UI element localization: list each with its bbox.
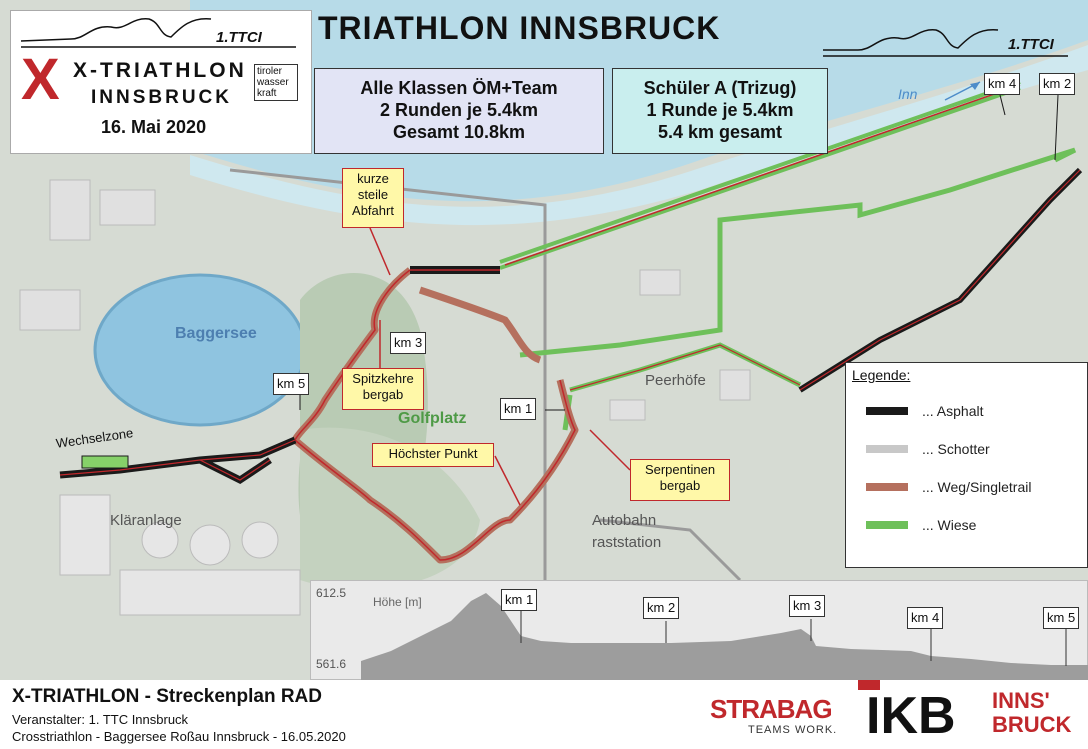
profile-km-2: km 2 <box>643 597 680 619</box>
river-label: Inn <box>898 86 918 102</box>
page-title: TRIATHLON INNSBRUCK <box>318 10 721 46</box>
info-box-all-line-1: Alle Klassen ÖM+Team <box>360 78 558 98</box>
rest-area-label-2: raststation <box>592 534 662 551</box>
transition-zone-marker <box>81 455 129 469</box>
legend-label-meadow: ... Wiese <box>922 517 977 533</box>
rest-area-label-1: Autobahn <box>592 512 657 529</box>
ikb-accent-mark <box>858 680 880 690</box>
callout-serpentines-line-2: bergab <box>659 478 701 493</box>
elevation-max-label: 612.5 <box>316 586 347 600</box>
callout-steep-line-1: kurze <box>357 171 389 186</box>
callout-highest-point: Höchster Punkt <box>372 443 494 467</box>
map-km-5: km 5 <box>273 373 310 395</box>
footer-title: X-TRIATHLON - Streckenplan RAD <box>12 686 323 707</box>
map-km-4: km 4 <box>984 73 1021 95</box>
info-box-schueler-line-1: Schüler A (Trizug) <box>643 78 797 98</box>
legend-item-trail: ... Weg/Singletrail <box>866 479 1031 495</box>
sponsor-strabag-logo: STRABAG <box>710 694 833 724</box>
callout-steep-line-3: Abfahrt <box>352 203 394 218</box>
info-box-all-line-2: 2 Runden je 5.4km <box>379 100 539 120</box>
map-km-3: km 3 <box>390 332 427 354</box>
elevation-profile-panel: 612.5 561.6 Höhe [m] km 1 km 2 km 3 km 4… <box>310 580 1088 680</box>
legend-swatch-gravel <box>866 445 908 453</box>
legend-swatch-trail <box>866 483 908 491</box>
district-label: Peerhöfe <box>645 372 706 389</box>
profile-km-3: km 3 <box>789 595 826 617</box>
callout-steep-descent: kurze steile Abfahrt <box>342 168 404 228</box>
legend-label-trail: ... Weg/Singletrail <box>922 479 1032 495</box>
legend-label-asphalt: ... Asphalt <box>922 403 984 419</box>
logo-line-2: INNSBRUCK <box>91 87 232 108</box>
info-box-schueler: Schüler A (Trizug) 1 Runde je 5.4km 5.4 … <box>612 68 828 154</box>
club-tag-left: 1.TTCI <box>216 29 262 46</box>
map-km-2: km 2 <box>1039 73 1076 95</box>
map-km-1: km 1 <box>500 398 537 420</box>
footer: X-TRIATHLON - Streckenplan RAD Veranstal… <box>0 680 1088 749</box>
legend-title: Legende: <box>852 367 911 383</box>
sponsor-strabag-tagline: TEAMS WORK. <box>748 724 838 736</box>
legend-item-meadow: ... Wiese <box>866 517 976 533</box>
tiroler-wasserkraft-badge: tiroler wasser kraft <box>254 64 298 101</box>
info-box-all-classes: Alle Klassen ÖM+Team 2 Runden je 5.4km G… <box>314 68 604 154</box>
sponsor-innsbruck-logo-line-1: INNS' <box>992 688 1050 713</box>
event-date: 16. Mai 2020 <box>101 117 207 137</box>
info-box-schueler-line-3: 5.4 km gesamt <box>657 122 783 142</box>
legend-item-gravel: ... Schotter <box>866 441 990 457</box>
callout-serpentines-line-1: Serpentinen <box>644 462 716 477</box>
callout-serpentines: Serpentinen bergab <box>630 459 730 501</box>
logo-line-1: X-TRIATHLON <box>73 59 247 82</box>
footer-event-line: Crosstriathlon - Baggersee Roßau Innsbru… <box>12 729 346 744</box>
legend: Legende: ... Asphalt ... Schotter ... We… <box>845 362 1088 568</box>
elevation-axis-label: Höhe [m] <box>373 595 422 609</box>
legend-item-asphalt: ... Asphalt <box>866 403 983 419</box>
sponsor-innsbruck-logo-line-2: BRUCK <box>992 712 1072 737</box>
asphalt-segment-east <box>798 167 1083 393</box>
elevation-min-label: 561.6 <box>316 657 347 671</box>
callout-highest-line-1: Höchster Punkt <box>388 446 478 461</box>
info-box-schueler-line-2: 1 Runde je 5.4km <box>646 100 794 120</box>
x-logo-mark: X <box>21 47 60 112</box>
baggersee-lake <box>93 273 307 427</box>
club-tag-right: 1.TTCI <box>1008 36 1054 53</box>
legend-swatch-meadow <box>866 521 908 529</box>
callout-hairpin-line-2: bergab <box>362 387 404 402</box>
callout-hairpin-line-1: Spitzkehre <box>352 371 414 386</box>
treatment-plant-label: Kläranlage <box>110 512 182 529</box>
info-box-all-line-3: Gesamt 10.8km <box>392 122 526 142</box>
callout-steep-line-2: steile <box>357 187 389 202</box>
legend-label-gravel: ... Schotter <box>922 441 990 457</box>
profile-km-4: km 4 <box>907 607 944 629</box>
callout-hairpin: Spitzkehre bergab <box>342 368 424 410</box>
sponsor-ikb-logo: IKB <box>866 687 956 745</box>
golf-label: Golfplatz <box>398 410 467 427</box>
event-logo: 1.TTCI X X-TRIATHLON INNSBRUCK 16. Mai 2… <box>10 10 312 154</box>
legend-swatch-asphalt <box>866 407 908 415</box>
profile-km-5: km 5 <box>1043 607 1080 629</box>
lake-label: Baggersee <box>175 325 257 342</box>
elevation-profile-curve <box>361 593 1088 680</box>
profile-km-1: km 1 <box>501 589 538 611</box>
footer-organizer: Veranstalter: 1. TTC Innsbruck <box>12 712 189 727</box>
course-map: 612.5 561.6 Höhe [m] km 1 km 2 km 3 km 4… <box>0 0 1088 680</box>
club-logo-right: 1.TTCI <box>818 18 1080 62</box>
